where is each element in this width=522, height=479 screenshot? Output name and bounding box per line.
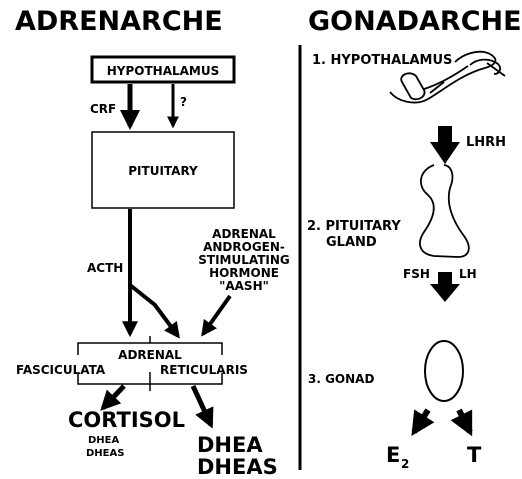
cortisol-dheas-label: DHEAS [86, 448, 124, 459]
t-arrow [459, 410, 470, 432]
acth-label: ACTH [87, 261, 123, 275]
aash-line-1: ADRENAL [212, 227, 276, 241]
aash-line-4: HORMONE [209, 266, 279, 280]
adrenarche-header: ADRENARCHE [15, 6, 223, 37]
lhrh-label: LHRH [466, 135, 506, 150]
acth-to-reticularis-arrow [130, 285, 178, 336]
fsh-lh-arrow [430, 272, 460, 302]
lh-label: LH [459, 267, 477, 281]
e2-label: E [386, 443, 400, 467]
gonad-pituitary-label-1: 2. PITUITARY [307, 219, 401, 234]
fasciculata-label: FASCICULATA [16, 363, 106, 377]
cortisol-dhea-label: DHEA [88, 435, 120, 446]
pituitary-label: PITUITARY [128, 164, 198, 178]
aash-line-3: STIMULATING [198, 253, 290, 267]
dheas-label: DHEAS [197, 455, 278, 479]
unknown-label: ? [180, 95, 187, 109]
gonad-sketch [425, 341, 463, 401]
gonad-label: 3. GONAD [308, 372, 374, 386]
dhea-arrow [193, 386, 211, 425]
crf-label: CRF [90, 102, 116, 116]
aash-arrow [203, 296, 230, 334]
aash-line-2: ANDROGEN- [203, 240, 285, 254]
gonad-pituitary-label-2: GLAND [326, 235, 377, 250]
e2-arrow [414, 410, 428, 432]
hypothalamus-label: HYPOTHALAMUS [107, 64, 220, 78]
adrenal-label: ADRENAL [118, 348, 182, 362]
dhea-label: DHEA [197, 433, 263, 457]
gonadarche-header: GONADARCHE [308, 6, 522, 37]
reticularis-label: RETICULARIS [160, 363, 248, 377]
e2-subscript: 2 [401, 457, 409, 471]
cortisol-arrow [103, 386, 124, 408]
aash-line-5: "AASH" [219, 279, 269, 293]
cortisol-label: CORTISOL [68, 408, 185, 432]
pituitary-gland-sketch [420, 165, 469, 257]
fsh-label: FSH [403, 267, 430, 281]
gonad-hypothalamus-label: 1. HYPOTHALAMUS [312, 53, 452, 68]
t-label: T [467, 443, 482, 467]
lhrh-arrow [430, 126, 460, 164]
